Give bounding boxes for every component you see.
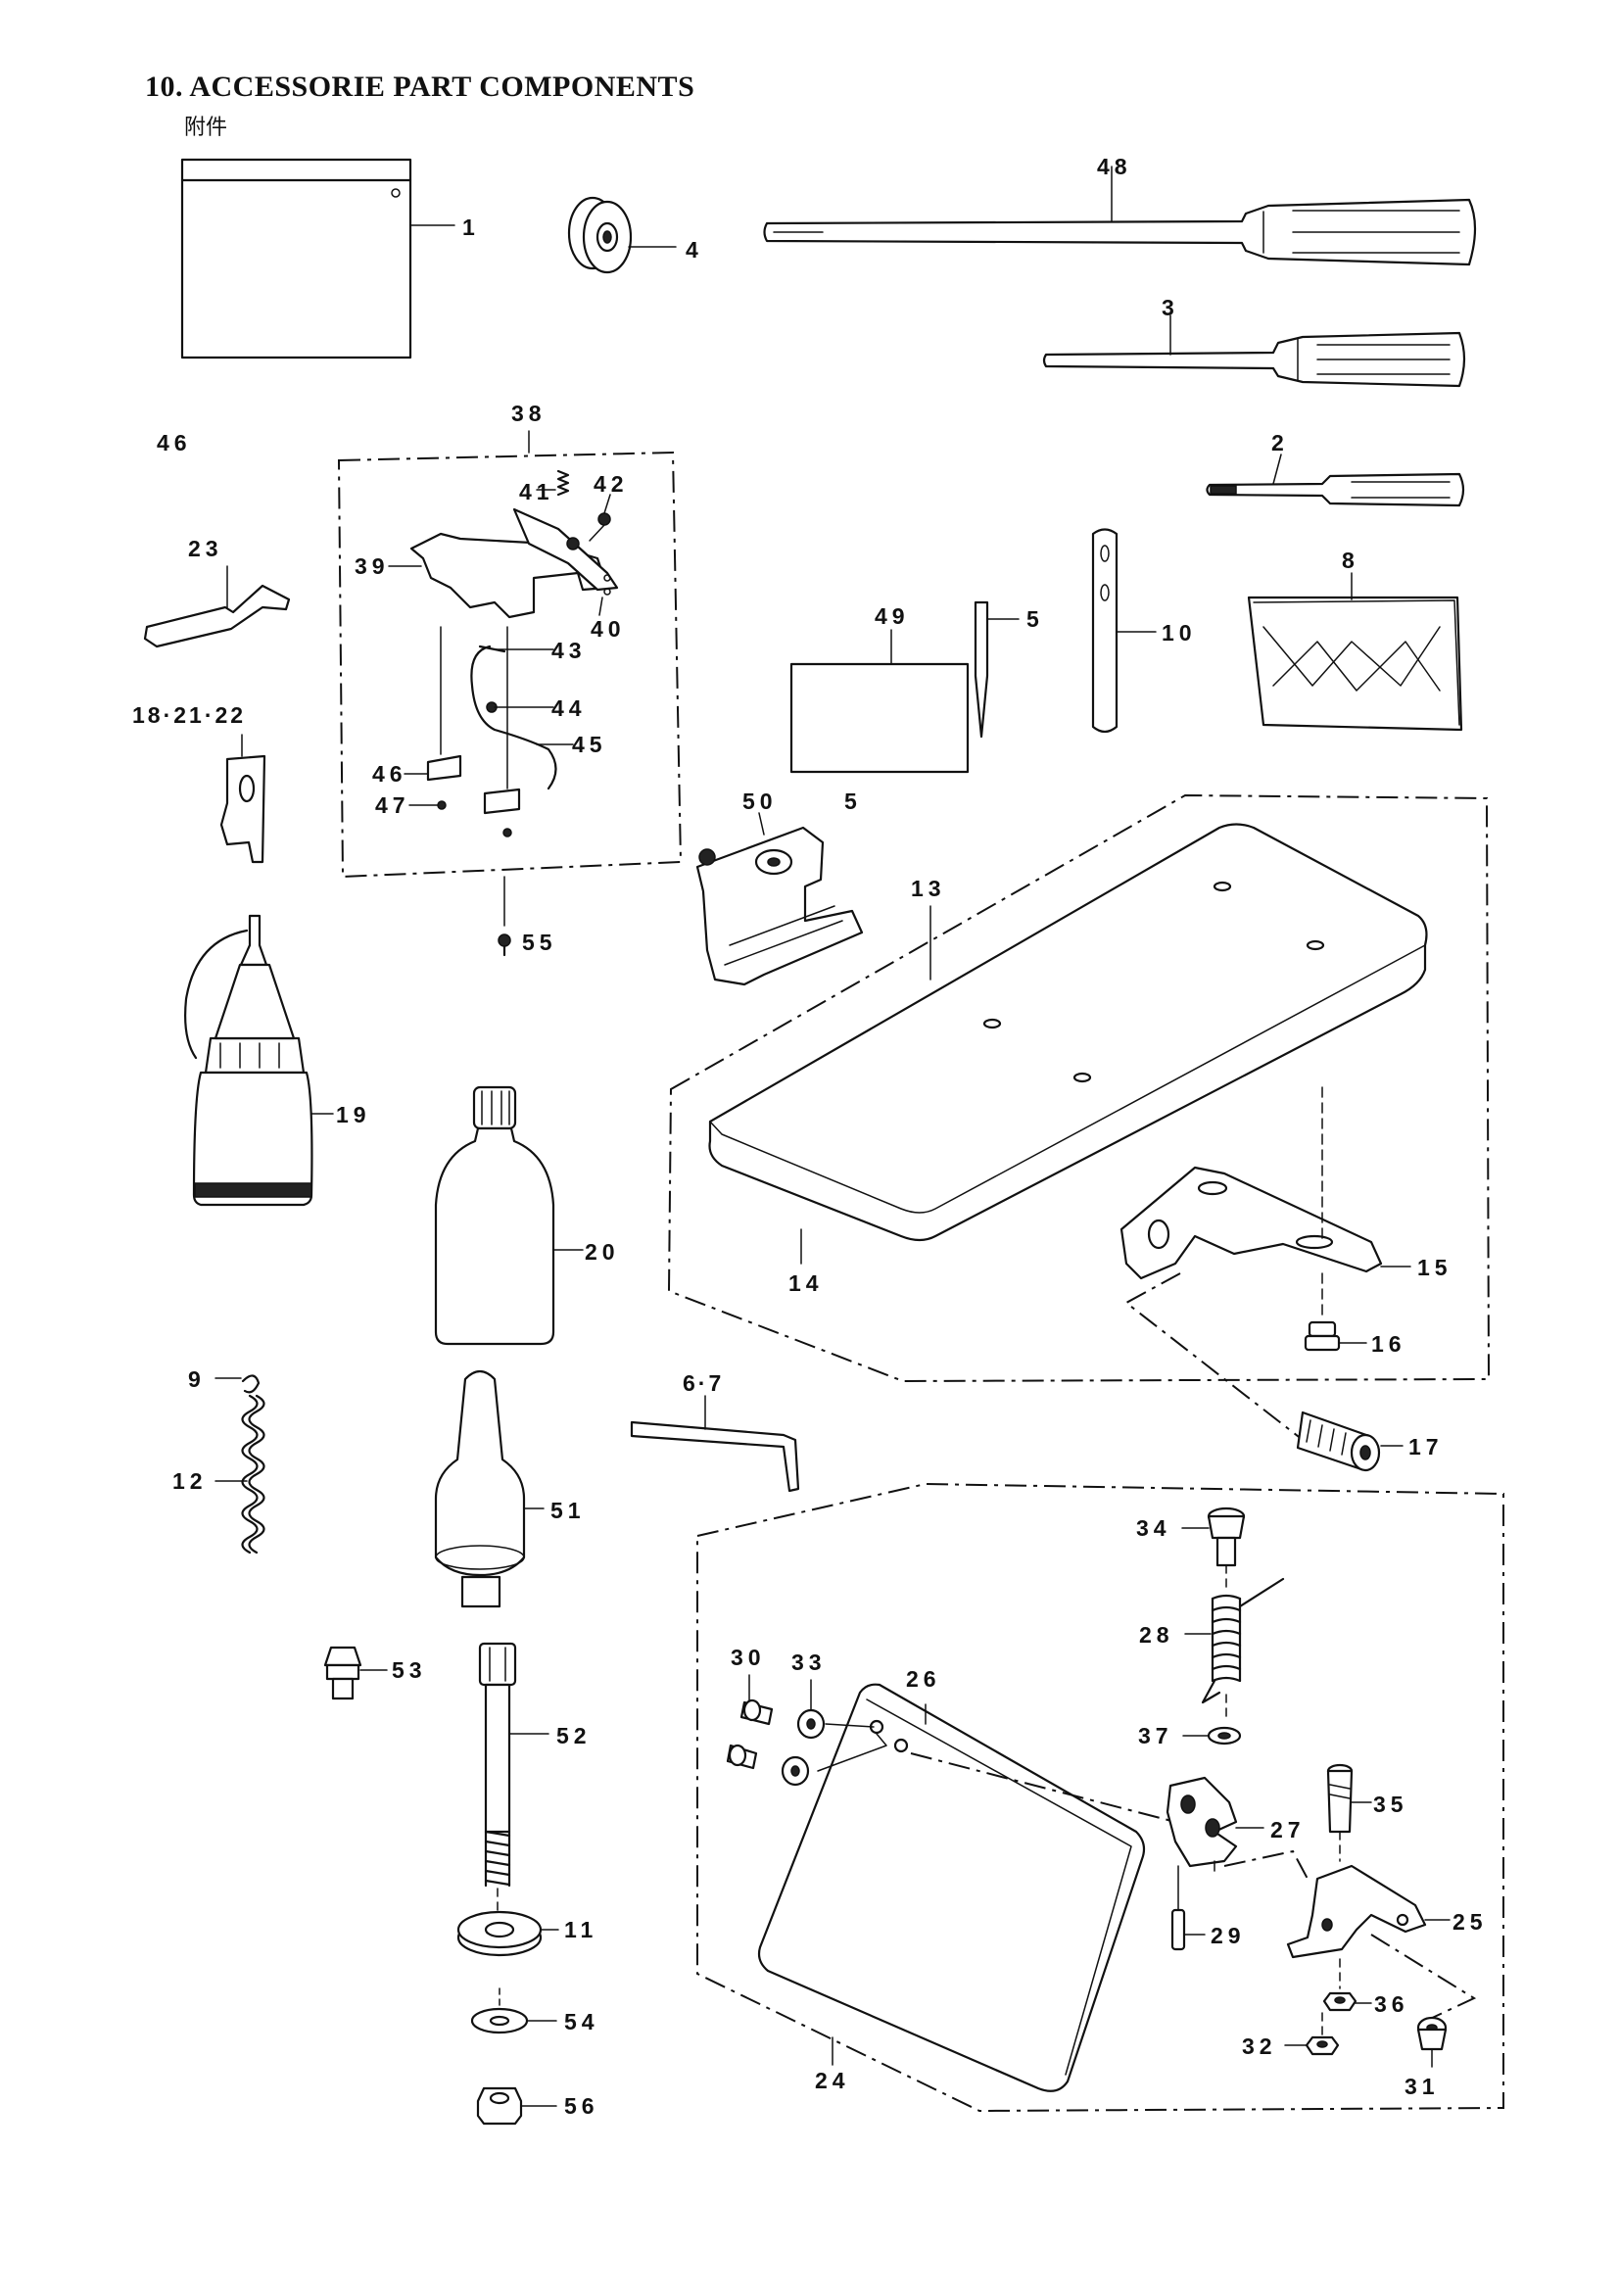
part-8-cloth (1247, 572, 1463, 732)
callout-51: 51 (550, 1498, 586, 1523)
part-50-bracket (695, 812, 864, 986)
callout-33: 33 (791, 1650, 827, 1675)
callout-18-21-22: 18·21·22 (132, 702, 246, 728)
callout-37: 37 (1138, 1723, 1173, 1748)
callout-55: 55 (522, 930, 557, 955)
callout-50: 50 (742, 789, 778, 814)
callout-45: 45 (572, 732, 607, 757)
part-10-tube (1091, 528, 1157, 734)
part-3-medium-screwdriver (1042, 314, 1466, 388)
part-56-nut (476, 2086, 557, 2126)
callout-29: 29 (1211, 1923, 1246, 1948)
callout-23: 23 (188, 536, 223, 561)
page-subtitle: 附件 (184, 116, 228, 140)
callout-47: 47 (375, 792, 410, 818)
callout-labels: 1 4 48 3 2 46 38 41 42 39 40 43 44 45 46… (132, 154, 1488, 2119)
part-51-oil-cup (434, 1369, 545, 1608)
callout-4: 4 (686, 237, 703, 263)
callout-15: 15 (1417, 1255, 1452, 1280)
callout-1: 1 (462, 215, 480, 240)
callout-52: 52 (556, 1723, 592, 1748)
callout-17: 17 (1408, 1434, 1444, 1459)
callout-12: 12 (172, 1468, 208, 1494)
callout-39: 39 (355, 553, 390, 579)
page-title: 10. ACCESSORIE PART COMPONENTS (145, 71, 695, 103)
callout-2: 2 (1271, 430, 1289, 455)
part-54-washer (470, 1987, 557, 2034)
callout-46: 46 (157, 430, 192, 455)
part-1-instruction-book (180, 158, 455, 359)
part-5-awl (974, 600, 1020, 739)
callout-53: 53 (392, 1657, 427, 1683)
part-53-screw (323, 1646, 388, 1700)
part-52-bolt (478, 1642, 549, 1921)
callout-40: 40 (591, 616, 626, 642)
part-18-21-22-blade (219, 734, 266, 864)
callout-43: 43 (551, 638, 587, 663)
callout-36: 36 (1374, 1991, 1409, 2017)
callout-20: 20 (585, 1239, 620, 1265)
part-6-7-hex-key (630, 1395, 800, 1493)
callout-38: 38 (511, 401, 547, 426)
part-2-small-screwdriver (1206, 454, 1465, 507)
callout-5-bracket: 5 (844, 789, 862, 814)
callout-19: 19 (336, 1102, 371, 1127)
callout-31: 31 (1405, 2074, 1440, 2099)
callout-5: 5 (1026, 606, 1044, 632)
callout-26: 26 (906, 1666, 941, 1692)
callout-24: 24 (815, 2068, 850, 2093)
callout-49: 49 (875, 603, 910, 629)
callout-28: 28 (1139, 1622, 1174, 1648)
callout-10: 10 (1162, 620, 1197, 646)
part-19-oiler (184, 914, 334, 1207)
callout-56: 56 (564, 2093, 599, 2119)
callout-48: 48 (1097, 154, 1132, 179)
part-55-screw (498, 876, 511, 957)
callout-25: 25 (1452, 1909, 1488, 1935)
part-13-table-assembly (667, 793, 1491, 1472)
callout-44: 44 (551, 695, 587, 721)
part-23-bent-plate (143, 565, 291, 648)
callout-16: 16 (1371, 1331, 1406, 1357)
callout-11: 11 (564, 1917, 597, 1942)
part-20-oil-bottle (434, 1085, 584, 1346)
part-4-bobbin (567, 196, 677, 274)
callout-35: 35 (1373, 1792, 1408, 1817)
callout-32: 32 (1242, 2033, 1277, 2059)
part-49-card (789, 629, 970, 774)
callout-54: 54 (564, 2009, 599, 2034)
part-24-cover-assembly (696, 1482, 1504, 2113)
callout-8: 8 (1342, 548, 1359, 573)
callout-34: 34 (1136, 1515, 1171, 1541)
part-48-large-screwdriver (763, 166, 1477, 266)
callout-27: 27 (1270, 1817, 1306, 1842)
callout-13: 13 (911, 876, 946, 901)
callout-46-sensor: 46 (372, 761, 407, 787)
callout-30: 30 (731, 1645, 766, 1670)
callout-14: 14 (788, 1270, 824, 1296)
callout-9: 9 (188, 1366, 206, 1392)
callout-41: 41 (519, 479, 554, 504)
callout-3: 3 (1162, 295, 1179, 320)
callout-6-7: 6·7 (683, 1370, 724, 1396)
part-11-washer (456, 1910, 559, 1957)
callout-42: 42 (594, 471, 629, 497)
part-9-12-chain (214, 1374, 265, 1555)
part-38-assembly (337, 430, 683, 879)
